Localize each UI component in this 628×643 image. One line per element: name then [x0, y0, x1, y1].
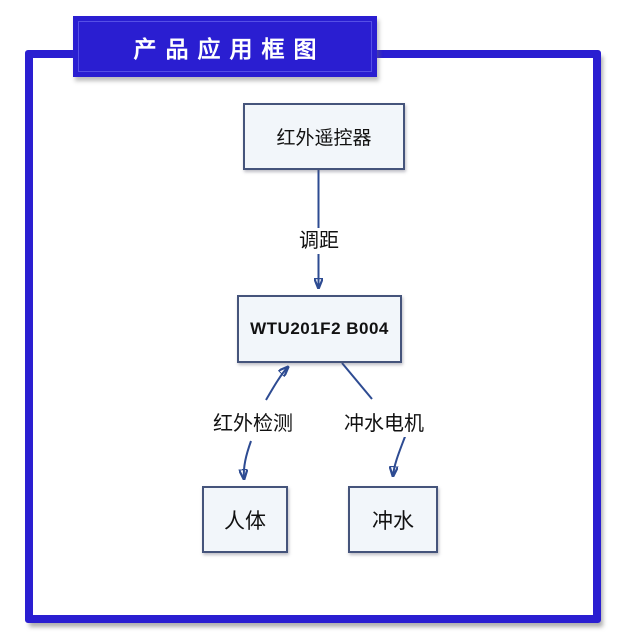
node-flush: 冲水	[348, 486, 438, 553]
node-human-body: 人体	[202, 486, 288, 553]
title-banner: 产品应用框图	[73, 16, 377, 77]
edge-label-flush-motor: 冲水电机	[344, 411, 424, 437]
node-controller-label: WTU201F2 B004	[250, 319, 389, 338]
node-human-body-label: 人体	[224, 509, 266, 533]
edge-label-distance-adjust: 调距	[288, 228, 350, 254]
node-infrared-remote-label: 红外遥控器	[276, 128, 372, 149]
node-infrared-remote: 红外遥控器	[243, 103, 405, 170]
node-controller-wtu201f2: WTU201F2 B004	[237, 295, 402, 363]
node-flush-label: 冲水	[372, 509, 414, 533]
page-title: 产品应用框图	[133, 35, 326, 62]
edge-label-infrared-detection: 红外检测	[213, 411, 293, 437]
